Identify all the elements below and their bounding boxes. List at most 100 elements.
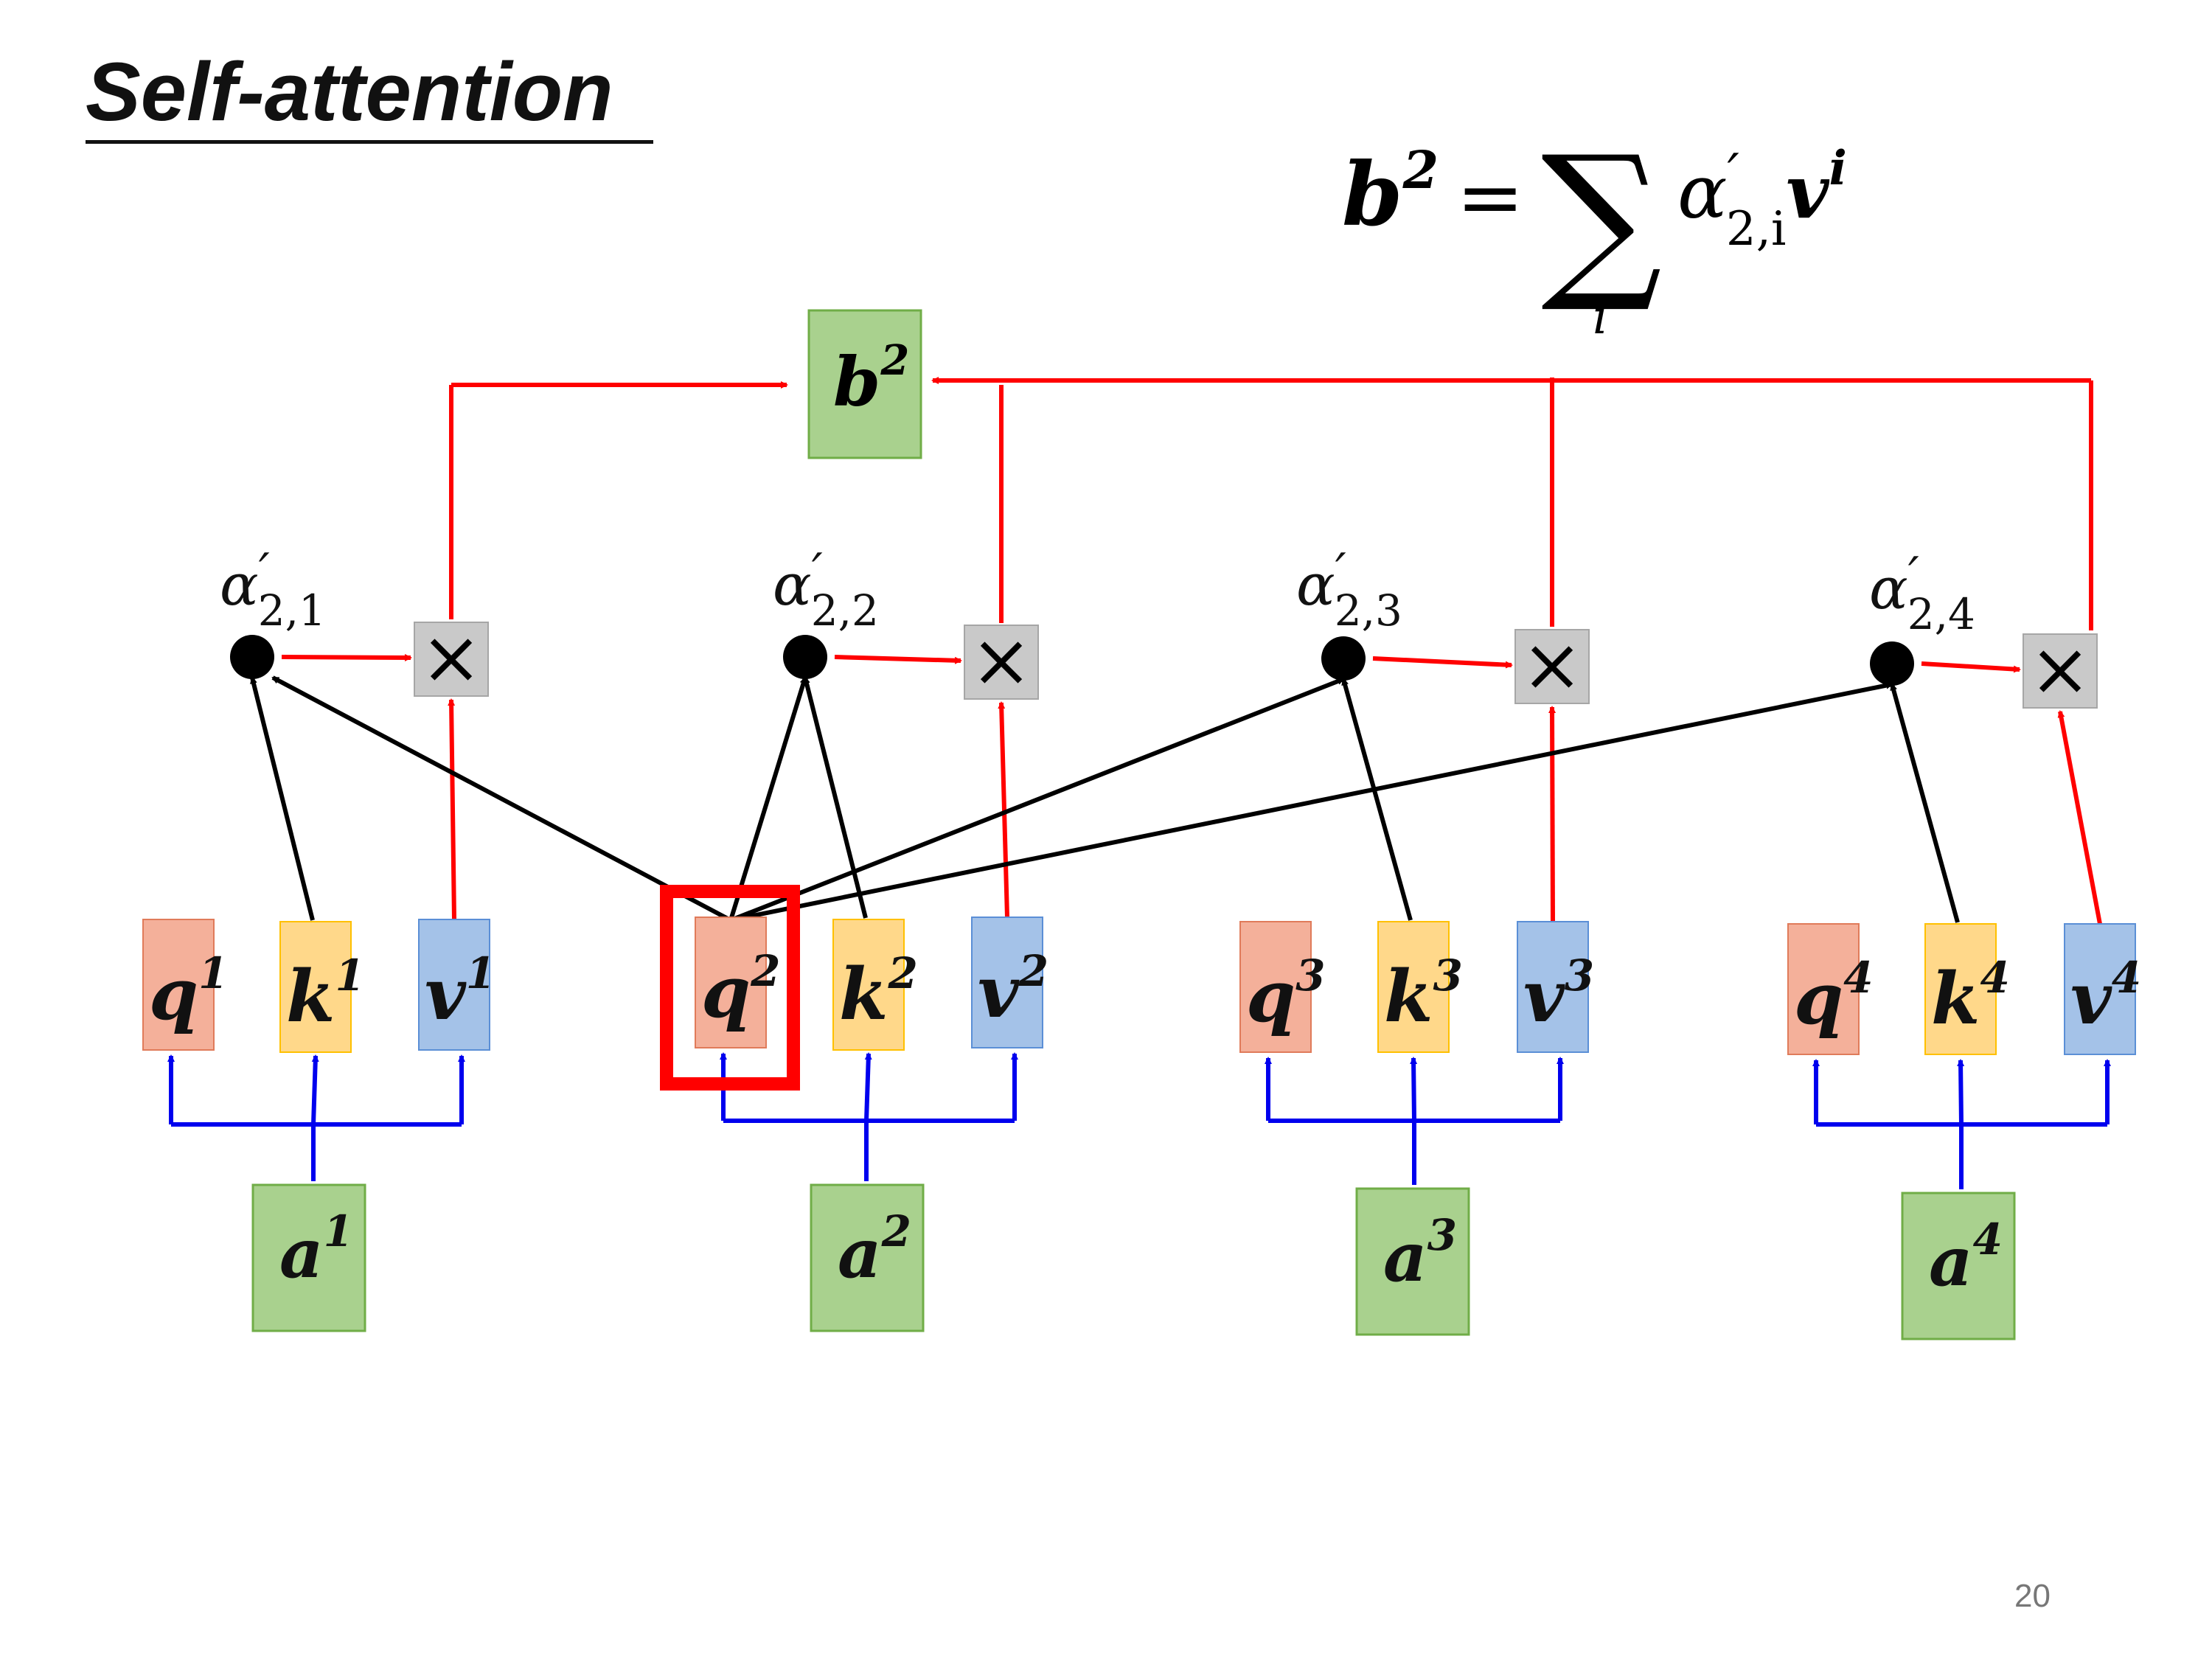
v-index: 3 xyxy=(1565,950,1594,1001)
alpha-prime: ′ xyxy=(1335,543,1346,600)
input-to-key-arrow xyxy=(311,1054,319,1125)
q-symbol: q xyxy=(1794,957,1843,1040)
title-underline xyxy=(86,140,653,144)
k-index: 2 xyxy=(888,948,918,998)
input-symbol: a xyxy=(279,1214,324,1293)
slide-title: Self-attention xyxy=(86,46,613,138)
q-label: q2 xyxy=(701,946,780,1034)
input-label: a1 xyxy=(279,1206,353,1293)
k-symbol: k xyxy=(1384,955,1433,1038)
input-index: 2 xyxy=(881,1206,911,1256)
v-symbol: v xyxy=(978,950,1020,1034)
query-to-alpha-arrow xyxy=(728,676,807,921)
value-to-multiply-arrow xyxy=(998,701,1009,918)
alpha-dot xyxy=(1321,636,1366,681)
multiply-box xyxy=(964,625,1039,700)
query-to-alpha-arrow xyxy=(729,677,1345,922)
k-box xyxy=(1377,921,1450,1053)
alpha-symbol: α xyxy=(220,552,259,619)
alpha-subscript: 2,1 xyxy=(258,585,326,636)
v-box xyxy=(2064,923,2136,1055)
alpha-prime: ′ xyxy=(1908,547,1919,604)
q-label: q4 xyxy=(1794,953,1873,1040)
output-label: b xyxy=(833,342,880,422)
input-index: 1 xyxy=(324,1206,353,1256)
k-index: 3 xyxy=(1433,950,1463,1001)
alpha-to-multiply-arrow xyxy=(281,653,412,661)
query-to-alpha-arrow xyxy=(271,675,732,922)
input-box xyxy=(251,1183,366,1332)
value-to-multiply-arrow xyxy=(448,698,456,920)
alpha-subscript: 2,3 xyxy=(1335,585,1402,636)
alpha-symbol: α xyxy=(1296,552,1335,619)
alpha-symbol: α xyxy=(773,552,812,619)
q-box xyxy=(695,917,767,1048)
q-symbol: q xyxy=(1246,955,1295,1038)
k-symbol: k xyxy=(839,953,888,1036)
q-symbol: q xyxy=(149,953,198,1036)
input-label: a2 xyxy=(838,1206,911,1293)
k-label: k3 xyxy=(1384,950,1463,1038)
alpha-subscript: 2,4 xyxy=(1907,589,1975,639)
alpha-label: α′2,1 xyxy=(220,543,326,636)
alpha-to-multiply-arrow xyxy=(1921,661,2021,673)
formula-v-sup: i xyxy=(1829,141,1847,196)
formula-equals: = xyxy=(1456,150,1524,244)
multiply-sign: × xyxy=(1521,622,1583,708)
v-index: 2 xyxy=(1018,946,1048,996)
formula-sum-index: i xyxy=(1593,291,1607,345)
svg-text:b2: b2 xyxy=(833,336,909,422)
input-box xyxy=(1901,1192,2016,1340)
v-label: v3 xyxy=(1523,950,1594,1038)
input-box xyxy=(1355,1187,1470,1336)
alpha-dot xyxy=(230,635,274,679)
svg-text:b2: b2 xyxy=(1342,139,1439,246)
q-box xyxy=(142,919,215,1051)
formula-alpha-prime: ′ xyxy=(1728,142,1739,204)
input-symbol: a xyxy=(1383,1217,1427,1297)
k-label: k4 xyxy=(1931,953,2010,1040)
alpha-dot xyxy=(1870,641,1914,686)
alpha-prime: ′ xyxy=(259,543,270,600)
v-index: 4 xyxy=(2112,953,2141,1003)
alpha-symbol: α xyxy=(1869,556,1908,622)
v-symbol: v xyxy=(2070,957,2112,1040)
output-b2-node: b2 xyxy=(807,309,922,459)
value-to-multiply-arrow xyxy=(1548,706,1557,922)
q-symbol: q xyxy=(701,950,751,1034)
formula-alpha-sub: 2,i xyxy=(1726,202,1787,257)
formula: b2 = ∑ i α′2,ivi xyxy=(1342,120,1847,345)
q2-highlight-box xyxy=(660,885,800,1091)
k-index: 1 xyxy=(335,950,365,1001)
q-label: q1 xyxy=(149,948,228,1036)
v-index: 1 xyxy=(466,948,495,998)
multiply-box xyxy=(414,622,489,697)
multiply-sign: × xyxy=(420,614,482,700)
k-box xyxy=(832,919,905,1051)
v-symbol: v xyxy=(425,953,467,1036)
page-number: 20 xyxy=(2014,1578,2051,1614)
query-to-alpha-arrow xyxy=(730,681,1893,922)
alpha-label: α′2,2 xyxy=(773,543,879,636)
q-box xyxy=(1787,923,1860,1055)
connections xyxy=(167,377,2111,1189)
multiply-box xyxy=(2023,633,2098,709)
formula-lhs: b xyxy=(1342,143,1403,246)
key-to-alpha-arrow xyxy=(803,676,868,919)
input-label: a3 xyxy=(1383,1210,1457,1297)
alpha-prime: ′ xyxy=(812,543,823,600)
q-box xyxy=(1239,921,1312,1053)
input-index: 4 xyxy=(1973,1214,2003,1265)
input-symbol: a xyxy=(1929,1222,1973,1301)
key-to-alpha-arrow xyxy=(1890,683,1960,923)
input-symbol: a xyxy=(838,1214,882,1293)
formula-sum: ∑ xyxy=(1541,120,1662,317)
output-sup: 2 xyxy=(880,336,909,385)
alpha-dot xyxy=(783,635,827,679)
